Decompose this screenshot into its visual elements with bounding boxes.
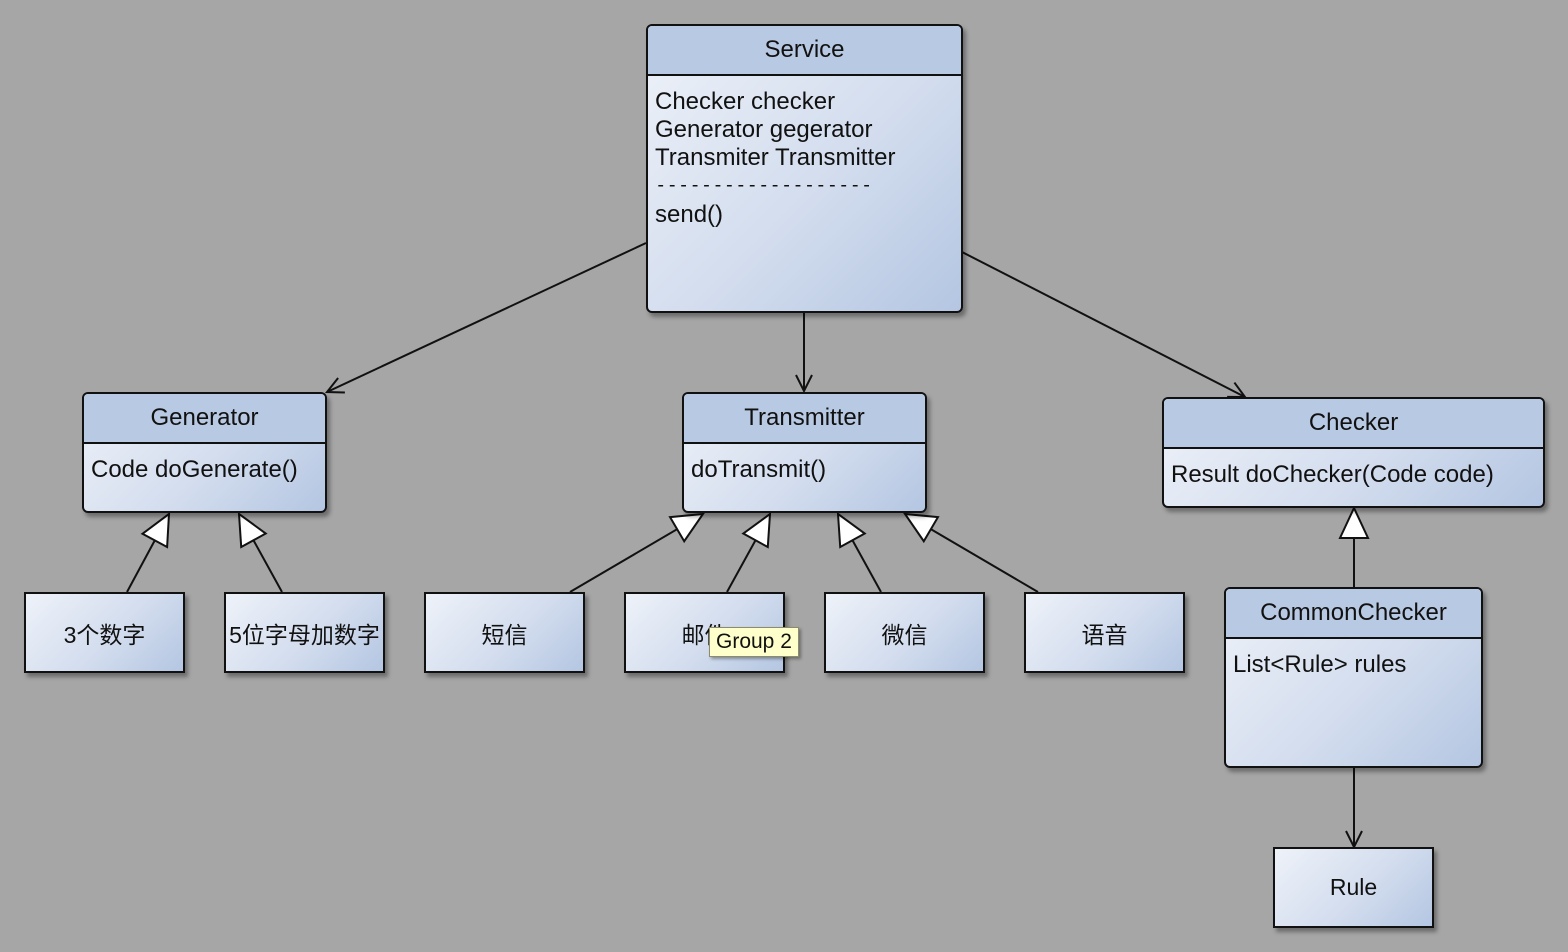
transmitter-class-title: Transmitter: [684, 394, 925, 444]
edge-service-generator: [327, 242, 647, 392]
edge-voice-transmitter: [905, 514, 1039, 593]
generator-method-dogenerate: Code doGenerate(): [91, 456, 298, 483]
leaf-sms[interactable]: 短信: [424, 592, 585, 673]
leaf-three-digits[interactable]: 3个数字: [24, 592, 185, 673]
edge-sms-transmitter: [569, 514, 703, 593]
service-attribute-checker: Checker checker: [655, 88, 836, 115]
service-separator: -------------------: [655, 174, 873, 196]
leaf-wechat[interactable]: 微信: [824, 592, 985, 673]
common-checker-attribute-rules: List<Rule> rules: [1233, 651, 1407, 678]
edge-service-checker: [961, 251, 1245, 397]
service-method-send: send(): [655, 201, 724, 228]
generator-class[interactable]: Generator Code doGenerate(): [82, 392, 327, 513]
generator-class-body: Code doGenerate(): [84, 444, 325, 490]
service-class[interactable]: Service Checker checker Generator gegera…: [646, 24, 963, 313]
transmitter-class[interactable]: Transmitter doTransmit(): [682, 392, 927, 513]
leaf-voice[interactable]: 语音: [1024, 592, 1185, 673]
generator-class-title: Generator: [84, 394, 325, 444]
service-class-title: Service: [648, 26, 961, 76]
service-class-body: Checker checker Generator gegerator Tran…: [648, 76, 961, 235]
leaf-five-alnum[interactable]: 5位字母加数字: [224, 592, 385, 673]
group-tooltip: Group 2: [709, 627, 799, 657]
edge-wechat-transmitter: [838, 514, 882, 593]
transmitter-method-dotransmit: doTransmit(): [691, 456, 827, 483]
checker-method-dochecker: Result doChecker(Code code): [1171, 461, 1494, 488]
service-attribute-transmitter: Transmiter Transmitter: [655, 144, 896, 171]
common-checker-class-body: List<Rule> rules: [1226, 639, 1481, 685]
checker-class[interactable]: Checker Result doChecker(Code code): [1162, 397, 1545, 508]
common-checker-class-title: CommonChecker: [1226, 589, 1481, 639]
edge-mail-transmitter: [726, 514, 770, 593]
edge-threedigits-generator: [126, 514, 169, 593]
service-attribute-generator: Generator gegerator: [655, 116, 873, 143]
checker-class-body: Result doChecker(Code code): [1164, 449, 1543, 495]
common-checker-class[interactable]: CommonChecker List<Rule> rules: [1224, 587, 1483, 768]
checker-class-title: Checker: [1164, 399, 1543, 449]
transmitter-class-body: doTransmit(): [684, 444, 925, 490]
leaf-rule[interactable]: Rule: [1273, 847, 1434, 928]
edge-fivealnum-generator: [239, 514, 283, 593]
